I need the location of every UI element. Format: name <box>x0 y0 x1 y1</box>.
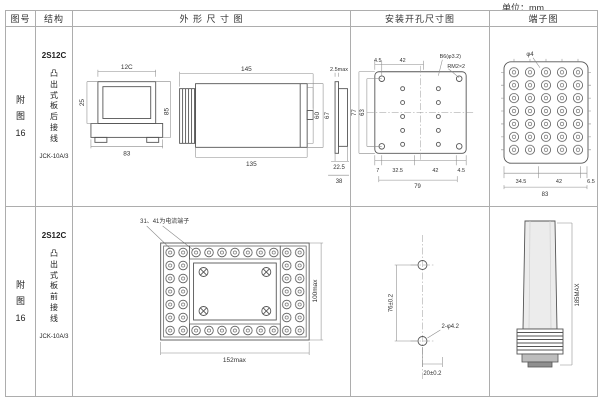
dim-depth-outer: 67 <box>324 112 331 120</box>
model-label: 2S12C <box>41 51 67 60</box>
outline-drawing-front: 31、41为电流端子 152max 100max <box>140 217 324 364</box>
header-structure: 结构 <box>36 11 73 27</box>
dim-total-height: 185MAX <box>575 283 581 306</box>
end-body <box>338 88 348 147</box>
relay-code-label: JCK-10A/3 <box>39 333 69 340</box>
terminal-block <box>501 58 591 164</box>
relay-code-label: JCK-10A/3 <box>39 153 69 160</box>
dim-top-left: 4.5 <box>374 58 382 64</box>
install-drawing-front: 76±0.2 2-φ4.2 20±0.2 <box>389 235 460 379</box>
mount-type-label: 凸 出 式 板 前 接 线 <box>50 249 58 323</box>
dim-end-bottom: 38 <box>336 179 343 185</box>
note-thread: RM2×2 <box>447 64 465 70</box>
terminal-note-label: 31、41为电流端子 <box>140 217 189 225</box>
install-dimensions: 4.5 42 B6(φ3.2) RM2×2 77 63 7 32.5 42 4.… <box>352 54 467 190</box>
front-wiring-dimensions: 152max 100max <box>160 242 324 364</box>
outline-drawing-rear: 12C 25 83 85 145 135 60 <box>79 64 350 185</box>
dim-t-bottom-2: 42 <box>556 179 562 185</box>
front-wiring-view <box>160 242 310 341</box>
dim-t-bottom-overall: 83 <box>542 192 549 198</box>
note-hole: B6(φ3.2) <box>440 54 462 60</box>
terminal-cell-row1: φ4 34.5 42 6.5 83 <box>490 27 597 207</box>
terminal-drawing-rear: φ4 34.5 42 6.5 83 <box>501 52 595 198</box>
structure-cell-row1: 2S12C 凸 出 式 板 后 接 线 JCK-10A/3 <box>36 27 73 207</box>
relay-side-silhouette <box>516 220 564 368</box>
model-label: 2S12C <box>41 231 67 240</box>
bottom-terminal-strip <box>189 323 281 338</box>
terminal-base <box>521 353 559 363</box>
header-install: 安装开孔尺寸图 <box>351 11 490 27</box>
fig-no-cell-row1: 附 图 16 <box>6 27 36 207</box>
header-terminal: 端子图 <box>490 11 597 27</box>
dim-hole-spacing: 76±0.2 <box>389 293 395 312</box>
terminal-dimensions: φ4 34.5 42 6.5 83 <box>503 52 595 198</box>
top-terminal-strip <box>189 245 281 260</box>
fig-no-cell-row2: 附 图 16 <box>6 207 36 396</box>
dim-bottom-3: 42 <box>432 168 438 174</box>
dim-side-bottom: 135 <box>246 161 257 168</box>
header-outline: 外 形 尺 寸 图 <box>73 11 351 27</box>
outline-cell-row1: 12C 25 83 85 145 135 60 <box>73 27 351 207</box>
dim-front-right: 85 <box>164 108 171 116</box>
dim-bottom-2: 32.5 <box>392 168 403 174</box>
dim-front-bottom: 83 <box>123 150 131 157</box>
front-view: 12C 25 83 85 <box>79 64 171 157</box>
side-body <box>195 83 308 148</box>
dim-end-top: 2.5max <box>330 67 348 73</box>
dim-bottom-4: 4.5 <box>457 168 465 174</box>
dim-top-span: 42 <box>400 58 406 64</box>
terminal-pins <box>527 361 553 368</box>
dim-end-mid: 22.5 <box>333 165 345 171</box>
dim-bottom-1: 7 <box>376 168 379 174</box>
end-flange <box>334 81 339 154</box>
dim-offset: 20±0.2 <box>423 371 442 377</box>
terminal-comb <box>179 88 197 144</box>
install-drawing-rear: 4.5 42 B6(φ3.2) RM2×2 77 63 7 32.5 42 4.… <box>352 54 475 190</box>
spec-table: 图号 结构 外 形 尺 寸 图 安装开孔尺寸图 端子图 附 图 16 2S12C… <box>5 10 598 397</box>
dim-left-inner: 63 <box>360 109 366 116</box>
header-fig-no: 图号 <box>6 11 36 27</box>
terminal-cell-row2: 185MAX <box>490 207 597 396</box>
left-terminal-strip <box>163 245 190 338</box>
terminal-grid <box>506 65 586 157</box>
drill-dimensions: 76±0.2 2-φ4.2 20±0.2 <box>389 264 460 377</box>
side-view: 145 135 60 67 <box>179 66 331 168</box>
front-base <box>90 123 164 138</box>
dim-width-max: 152max <box>223 357 247 364</box>
dim-hole-count: 2-φ4.2 <box>442 324 460 330</box>
dim-front-top: 12C <box>121 64 133 71</box>
right-terminal-strip <box>279 245 307 338</box>
unit-label: 单位：mm <box>502 3 544 13</box>
screw-crosses <box>200 268 270 315</box>
dim-side-top: 145 <box>241 66 252 73</box>
silhouette-dimensions: 185MAX <box>557 222 581 366</box>
panel-cutout <box>366 65 475 162</box>
dim-bottom-overall: 79 <box>414 184 421 190</box>
dim-t-bottom-3: 6.5 <box>587 179 595 185</box>
dim-left-outer: 77 <box>352 109 358 116</box>
mount-type-label: 凸 出 式 板 后 接 线 <box>50 69 58 143</box>
assembly-outline <box>160 242 310 341</box>
terminal-drawing-front: 185MAX <box>516 220 581 368</box>
front-body <box>97 81 157 124</box>
outline-cell-row2: 31、41为电流端子 152max 100max <box>73 207 351 396</box>
end-view: 2.5max 22.5 38 <box>328 67 350 185</box>
install-cell-row2: 76±0.2 2-φ4.2 20±0.2 <box>351 207 490 396</box>
fig-no-label: 附 图 16 <box>15 95 26 138</box>
install-cell-row1: 4.5 42 B6(φ3.2) RM2×2 77 63 7 32.5 42 4.… <box>351 27 490 207</box>
fig-no-label: 附 图 16 <box>15 280 26 323</box>
dim-t-bottom-1: 34.5 <box>516 179 527 185</box>
dim-front-left: 25 <box>79 99 86 107</box>
structure-cell-row2: 2S12C 凸 出 式 板 前 接 线 JCK-10A/3 <box>36 207 73 396</box>
relay-body <box>522 220 558 330</box>
dim-depth-inner: 60 <box>314 112 321 120</box>
dim-hole-dia: φ4 <box>526 52 534 58</box>
dim-height-max: 100max <box>312 279 319 303</box>
